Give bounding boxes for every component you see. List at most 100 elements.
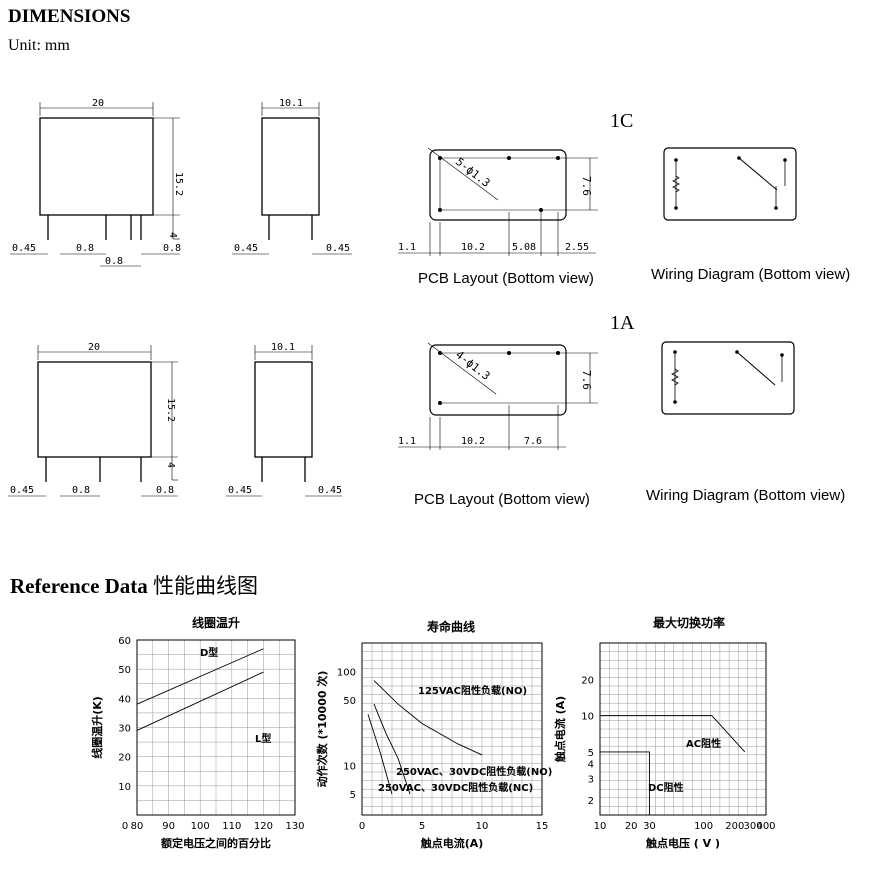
dim-side-pin1-1a: 0.45 [228,485,252,496]
x-tick-label: 0 [359,821,365,832]
y-axis-label: 线圈温升(K) [90,696,104,759]
page-title: DIMENSIONS [8,6,131,27]
reference-title-cn: 性能曲线图 [153,574,259,598]
dim-pin-len-1c: 4 [167,232,178,238]
dim-pin-len-1a: 4 [165,462,176,468]
series-line [136,671,264,731]
dim-front-width-1c: 20 [92,98,104,109]
x-tick-label: 200 [725,821,744,832]
dim-side-width-1a: 10.1 [271,342,295,353]
variant-code-1c: 1C [610,110,634,132]
series-label: D型 [200,646,218,659]
wiring-terminal [674,206,678,210]
y-axis-label: 触点电流 (A) [553,696,567,763]
x-tick-label: 120 [254,821,273,832]
pcb-hole [507,156,511,160]
dim-pitch1-1c: 0.8 [76,243,94,254]
series-line [367,714,393,795]
y-tick-label: 50 [118,665,131,676]
pcb-dim-1a-a: 1.1 [398,436,416,447]
series-label: L型 [255,732,271,745]
x-tick-label: 10 [476,821,489,832]
pcb-caption-1c: PCB Layout (Bottom view) [418,270,594,287]
x-axis-label: 额定电压之间的百分比 [161,836,271,850]
reference-title-en: Reference Data [10,574,148,598]
wiring-terminal [783,158,787,162]
pcb-vert-1a: 7.6 [580,370,593,390]
pcb-hole [438,351,442,355]
wiring-terminal [737,156,741,160]
chart-title: 最大切换功率 [653,615,725,630]
wiring-diagram-1c [663,147,797,221]
pcb-hole [556,351,560,355]
pcb-dim-1c-c: 5.08 [512,242,536,253]
x-tick-label: 15 [536,821,549,832]
plot-frame [361,642,543,816]
pcb-dim-1a-b: 10.2 [461,436,485,447]
pcb-dim-1c-d: 2.55 [565,242,589,253]
x-axis-label: 触点电压 ( V ) [645,836,720,850]
x-tick-label: 10 [594,821,607,832]
reference-heading: Reference Data 性能曲线图 [10,570,258,600]
pcb-dim-1a-c: 7.6 [524,436,542,447]
series-line [600,751,650,815]
x-tick-label: 30 [643,821,656,832]
x-tick-label: 300 [744,821,763,832]
x-tick-label: 20 [625,821,638,832]
pcb-vert-1c: 7.6 [580,176,593,196]
series-label: DC阻性 [648,781,684,794]
y-tick-label: 40 [118,694,131,705]
x-tick-label: 0 [122,821,128,832]
front-view-1c [10,102,180,267]
wiring-terminal [673,350,677,354]
y-tick-label: 50 [343,696,356,707]
x-tick-label: 90 [162,821,175,832]
wiring-caption-1a: Wiring Diagram (Bottom view) [646,487,846,504]
series-label: AC阻性 [686,737,721,750]
wiring-terminal [735,350,739,354]
dim-side-pin2-1c: 0.45 [326,243,350,254]
chart-title: 寿命曲线 [427,619,475,634]
pcb-hole [438,208,442,212]
x-tick-label: 400 [756,821,775,832]
series-label: 250VAC、30VDC阻性负载(NC) [378,781,533,794]
x-tick-label: 130 [285,821,304,832]
wiring-terminal [674,158,678,162]
dim-side-pin1-1c: 0.45 [234,243,258,254]
wiring-terminal [673,400,677,404]
dim-pin-w-1c: 0.45 [12,243,36,254]
x-axis-label: 触点电流(A) [420,836,484,850]
y-tick-label: 4 [588,760,594,771]
y-tick-label: 5 [588,748,594,759]
series-line [600,715,746,753]
dim-pitch3-1c: 0.8 [105,256,123,267]
y-tick-label: 3 [588,775,594,786]
dim-pitch2-1a: 0.8 [156,485,174,496]
series-line [373,703,411,795]
side-view-1c [232,102,352,255]
dim-side-pin2-1a: 0.45 [318,485,342,496]
side-view-1a [226,345,342,497]
dim-side-width-1c: 10.1 [279,98,303,109]
series-label: 250VAC、30VDC阻性负载(NO) [396,765,552,778]
dim-pitch2-1c: 0.8 [163,243,181,254]
pcb-hole [438,401,442,405]
front-view-1a [8,345,178,497]
variant-code-1a: 1A [610,312,635,334]
y-tick-label: 20 [581,675,594,686]
dim-pitch1-1a: 0.8 [72,485,90,496]
dim-pin-w-1a: 0.45 [10,485,34,496]
dim-front-width-1a: 20 [88,342,100,353]
chart-title: 线圈温升 [192,615,240,630]
pcb-hole [438,156,442,160]
pcb-hole [539,208,543,212]
plot-frame [599,642,767,816]
y-tick-label: 20 [118,753,131,764]
wiring-terminal [780,353,784,357]
y-tick-label: 10 [581,712,594,723]
pcb-hole [556,156,560,160]
x-tick-label: 100 [191,821,210,832]
y-tick-label: 2 [588,796,594,807]
y-tick-label: 5 [350,790,356,801]
